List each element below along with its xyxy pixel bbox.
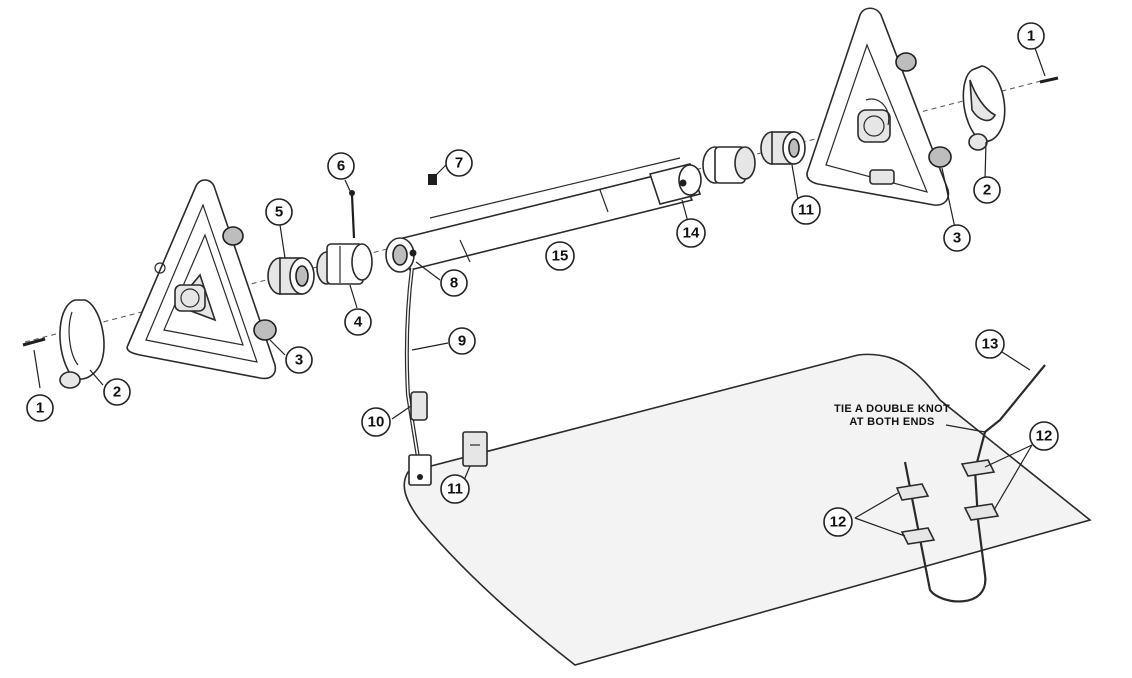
svg-text:13: 13 [982,336,999,353]
callout-1-right: 1 [1017,22,1045,50]
grommet-plates [895,459,1000,545]
note-line-2: AT BOTH ENDS [849,416,934,428]
cord-anchor [408,454,432,486]
mat-bracket [462,431,488,467]
base-mat [403,353,1092,666]
svg-text:1: 1 [36,400,44,417]
callout-6: 6 [327,152,355,180]
callout-3-left: 3 [285,346,313,374]
tube-end [648,163,702,205]
callout-12-left: 12 [823,507,853,537]
svg-text:5: 5 [275,204,283,221]
callout-8: 8 [440,269,468,297]
callout-7: 7 [445,149,473,177]
right-triangle-frame [806,7,952,206]
left-coupler [316,243,373,285]
left-pin [22,337,46,347]
svg-text:15: 15 [552,248,569,265]
svg-text:11: 11 [798,202,814,219]
right-coupler [702,146,756,184]
callout-2-right: 2 [973,176,1001,204]
callout-10: 10 [361,407,391,437]
left-bearing [267,257,315,295]
svg-text:12: 12 [1036,428,1053,445]
svg-text:3: 3 [295,352,303,369]
callout-14: 14 [676,218,706,248]
svg-text:7: 7 [455,155,463,172]
callout-1-left: 1 [26,394,54,422]
tie-cord [903,364,1046,603]
right-pin [1039,76,1059,84]
right-clamp [962,65,1006,151]
svg-text:2: 2 [113,384,121,401]
screw [349,190,356,239]
main-tube [385,157,694,273]
svg-text:6: 6 [337,158,345,175]
svg-text:1: 1 [1027,28,1035,45]
leader-lines [33,47,1046,537]
svg-text:9: 9 [458,333,466,350]
callout-11-left: 11 [440,474,470,504]
callout-5: 5 [265,198,293,226]
callout-4: 4 [344,308,372,336]
cord [404,267,422,471]
svg-text:11: 11 [447,481,463,498]
callout-9: 9 [448,327,476,355]
callout-2-left: 2 [103,378,131,406]
svg-text:14: 14 [683,225,700,242]
callout-3-right: 3 [943,224,971,252]
svg-text:2: 2 [983,182,991,199]
note-line-1: TIE A DOUBLE KNOT [834,403,950,415]
left-triangle-frame [126,179,277,380]
svg-text:12: 12 [830,514,847,531]
svg-text:10: 10 [368,414,385,431]
set-screw [428,174,437,185]
callout-11-right: 11 [791,195,821,225]
right-bearing [760,131,806,165]
tie-knot-note: TIE A DOUBLE KNOT AT BOTH ENDS [834,403,950,428]
svg-text:4: 4 [354,314,363,331]
svg-text:3: 3 [953,230,961,247]
left-clamp [59,299,105,389]
callout-13: 13 [975,329,1005,359]
cord-slide [410,391,428,421]
svg-text:8: 8 [450,275,458,292]
callout-15: 15 [545,241,575,271]
callout-12-right: 12 [1029,421,1059,451]
